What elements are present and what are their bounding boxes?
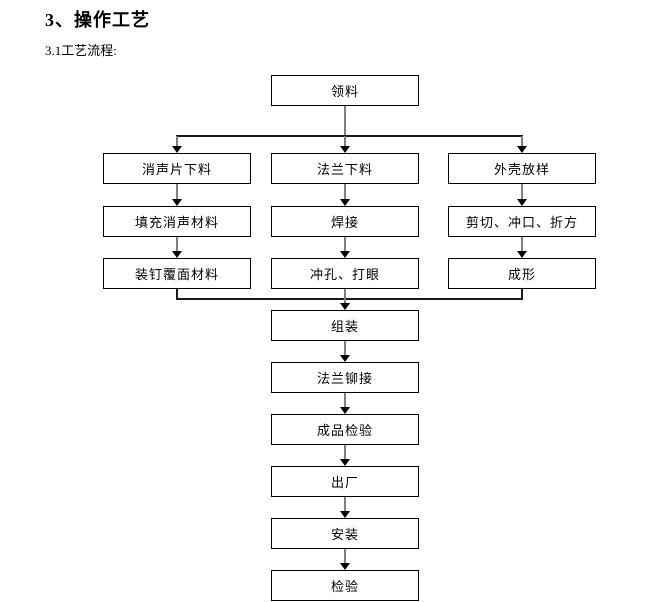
arrow-shaft	[344, 184, 346, 199]
arrow-shaft	[344, 549, 346, 563]
arrow-head-icon	[340, 459, 350, 466]
flow-node-chuchang: 出厂	[271, 466, 419, 497]
arrow-head-icon	[340, 199, 350, 206]
arrow-head-icon	[340, 303, 350, 310]
arrow-shaft	[344, 497, 346, 511]
flow-node-jianqie: 剪切、冲口、折方	[448, 206, 596, 237]
branch-drop-right	[521, 136, 523, 146]
flow-node-waike-fangyang: 外壳放样	[448, 153, 596, 184]
arrow-head-icon	[172, 146, 182, 153]
flow-node-lingliao: 领料	[271, 75, 419, 106]
flow-node-falan-maojie: 法兰铆接	[271, 362, 419, 393]
flow-node-anzhuang: 安装	[271, 518, 419, 549]
arrow-head-icon	[172, 251, 182, 258]
arrow-shaft	[344, 341, 346, 355]
branch-drop-left	[176, 136, 178, 146]
arrow-head-icon	[517, 146, 527, 153]
branch-drop-center	[344, 136, 346, 146]
merge-hline	[176, 298, 523, 300]
arrow-head-icon	[340, 251, 350, 258]
arrow-head-icon	[340, 146, 350, 153]
flow-node-jianyan: 检验	[271, 570, 419, 601]
flow-node-tianchong: 填充消声材料	[103, 206, 251, 237]
arrow-head-icon	[340, 355, 350, 362]
arrow-shaft	[176, 184, 178, 199]
merge-drop-right	[521, 289, 523, 300]
flow-node-chengpin-jianyan: 成品检验	[271, 414, 419, 445]
arrow-head-icon	[517, 199, 527, 206]
flow-node-zhuangding: 装钉覆面材料	[103, 258, 251, 289]
arrow-head-icon	[340, 407, 350, 414]
arrow-shaft	[344, 445, 346, 459]
flow-node-zuzhuang: 组装	[271, 310, 419, 341]
branch-hline	[176, 135, 523, 137]
arrow-shaft	[344, 393, 346, 407]
flow-node-xiaoshengpian-xialiao: 消声片下料	[103, 153, 251, 184]
arrow-shaft	[521, 237, 523, 251]
page-title: 3、操作工艺	[45, 10, 150, 30]
arrow-head-icon	[172, 199, 182, 206]
merge-stem-line	[344, 289, 346, 303]
flow-node-hanjie: 焊接	[271, 206, 419, 237]
arrow-shaft	[344, 237, 346, 251]
arrow-shaft	[521, 184, 523, 199]
arrow-shaft	[176, 237, 178, 251]
flow-node-falan-xialiao: 法兰下料	[271, 153, 419, 184]
branch-stem-line	[344, 106, 346, 136]
arrow-head-icon	[517, 251, 527, 258]
flow-node-chengxing: 成形	[448, 258, 596, 289]
arrow-head-icon	[340, 563, 350, 570]
section-subtitle: 3.1工艺流程:	[45, 43, 117, 58]
flow-node-chongkong: 冲孔、打眼	[271, 258, 419, 289]
merge-drop-left	[176, 289, 178, 300]
arrow-head-icon	[340, 511, 350, 518]
